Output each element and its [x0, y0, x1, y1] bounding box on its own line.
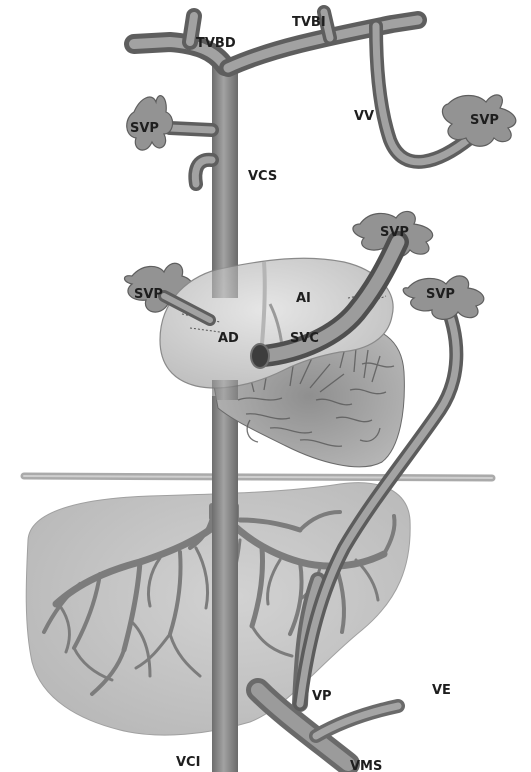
inferior-vena-cava [212, 396, 238, 772]
label-vms: VMS [350, 759, 382, 772]
label-ai: AI [296, 291, 311, 306]
label-vci: VCI [176, 755, 200, 770]
label-vv: VV [354, 109, 374, 124]
label-vp: VP [312, 689, 332, 704]
diaphragm-line [24, 476, 492, 478]
label-svp-pulm-right: SVP [426, 287, 455, 302]
label-tvbi: TVBI [292, 15, 326, 30]
label-vcs: VCS [248, 169, 277, 184]
label-svp-upper-right: SVP [470, 113, 499, 128]
label-svp-pulm-right-top: SVP [380, 225, 409, 240]
label-ve: VE [432, 683, 451, 698]
label-svp-pulm-left: SVP [134, 287, 163, 302]
brachiocephalic-veins [134, 12, 470, 184]
label-svc: SVC [290, 331, 319, 346]
label-ad: AD [218, 331, 239, 346]
label-svp-upper-left: SVP [130, 121, 159, 136]
label-tvbd: TVBD [196, 36, 236, 51]
